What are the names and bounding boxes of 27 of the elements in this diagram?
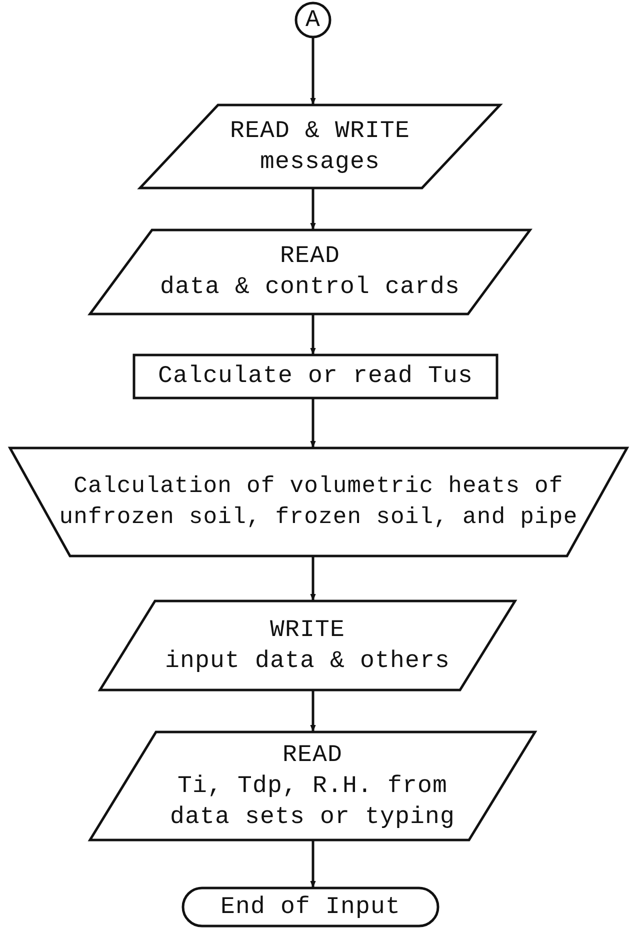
step-text: End of Input (220, 892, 401, 922)
step-text: input data & others (164, 646, 450, 676)
step-text: Calculation of volumetric heats of unfrozen soil, frozen soil, and pipe (58, 472, 579, 532)
step-text: data & control cards (160, 273, 460, 303)
step-heading: READ (282, 740, 342, 770)
step-heading: READ (280, 242, 340, 272)
arrow (310, 840, 316, 888)
arrow (310, 188, 316, 230)
step-heading: READ & WRITE (230, 116, 410, 146)
step-text: Ti, Tdp, R.H. from data sets or typing (168, 772, 456, 832)
process-box (134, 355, 497, 398)
arrow (310, 37, 316, 105)
terminator (183, 888, 438, 926)
step-text: Calculate or read Tus (158, 362, 474, 392)
arrow (310, 556, 316, 601)
connector-circle (296, 3, 330, 37)
step-text: A (305, 6, 320, 36)
input-output-parallelogram (140, 105, 500, 188)
arrow (310, 690, 316, 732)
step-text: messages (260, 148, 380, 178)
input-output-parallelogram (90, 732, 535, 840)
input-output-parallelogram (100, 601, 515, 690)
arrow (310, 398, 316, 448)
arrow (310, 314, 316, 355)
manual-operation-trapezoid (10, 448, 627, 556)
step-heading: WRITE (270, 616, 345, 646)
input-output-parallelogram (90, 230, 530, 314)
